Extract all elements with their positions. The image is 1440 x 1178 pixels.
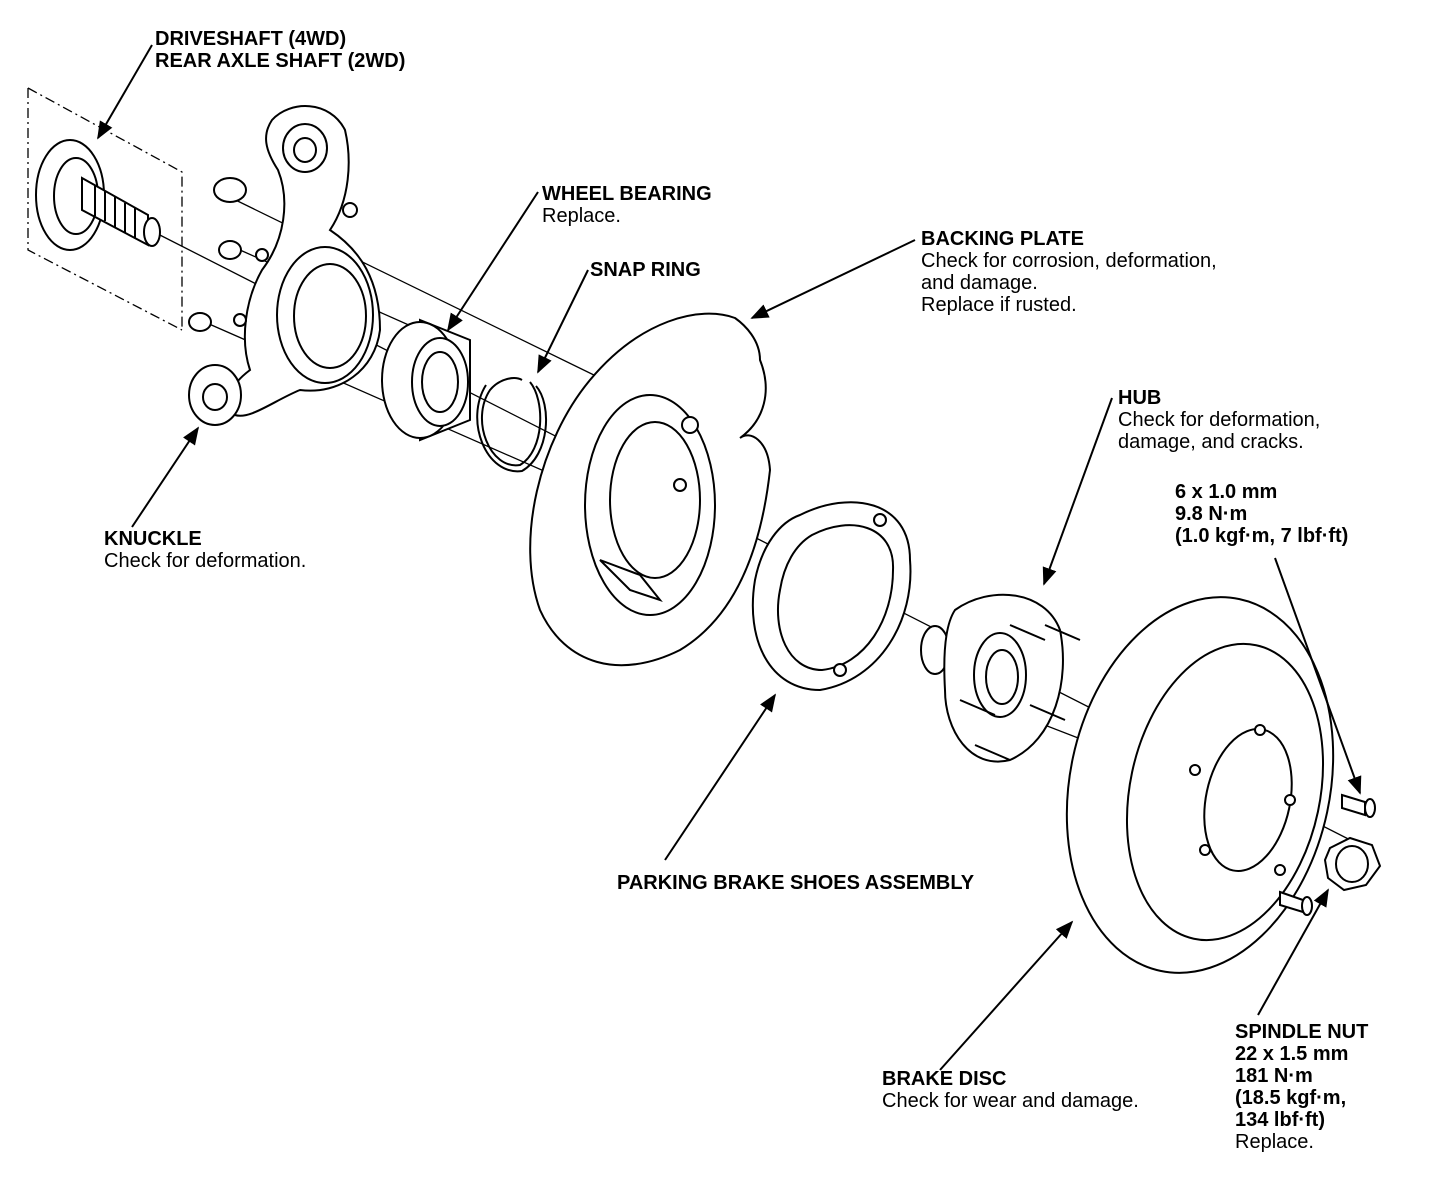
snap-ring-title: SNAP RING xyxy=(590,259,701,281)
backing-plate-note-1: Check for corrosion, deformation, xyxy=(921,250,1217,272)
hub-title: HUB xyxy=(1118,387,1162,409)
label-driveshaft: DRIVESHAFT (4WD) REAR AXLE SHAFT (2WD) xyxy=(155,28,405,72)
bolt-spec-torque: 9.8 N·m xyxy=(1175,503,1248,525)
spindle-nut-torque-alt-2: 134 lbf·ft) xyxy=(1235,1109,1325,1131)
spindle-nut-note: Replace. xyxy=(1235,1131,1314,1153)
knuckle-note: Check for deformation. xyxy=(104,550,307,572)
parking-brake-title: PARKING BRAKE SHOES ASSEMBLY xyxy=(617,872,975,894)
wheel-bearing-title: WHEEL BEARING xyxy=(542,183,712,205)
knuckle-title: KNUCKLE xyxy=(104,528,202,550)
label-backing-plate: BACKING PLATE Check for corrosion, defor… xyxy=(921,228,1217,316)
label-knuckle: KNUCKLE Check for deformation. xyxy=(104,528,306,572)
parking-brake-shoes-part xyxy=(751,501,912,692)
snap-ring-part xyxy=(476,377,547,473)
backing-plate-title: BACKING PLATE xyxy=(921,228,1084,250)
spindle-nut-torque-alt-1: (18.5 kgf·m, xyxy=(1235,1087,1347,1109)
label-spindle-nut: SPINDLE NUT 22 x 1.5 mm 181 N·m (18.5 kg… xyxy=(1235,1021,1368,1153)
label-wheel-bearing: WHEEL BEARING Replace. xyxy=(542,183,712,227)
wheel-bearing-note: Replace. xyxy=(542,205,621,227)
brake-disc-note: Check for wear and damage. xyxy=(882,1090,1139,1112)
backing-plate-note-3: Replace if rusted. xyxy=(921,294,1077,316)
brake-disc-title: BRAKE DISC xyxy=(882,1068,1007,1090)
bolt-spec-torque-alt: (1.0 kgf·m, 7 lbf·ft) xyxy=(1175,525,1349,547)
rear-axle-shaft-title: REAR AXLE SHAFT (2WD) xyxy=(155,50,406,72)
label-bolt-spec: 6 x 1.0 mm 9.8 N·m (1.0 kgf·m, 7 lbf·ft) xyxy=(1175,481,1348,547)
hub-note-2: damage, and cracks. xyxy=(1118,431,1304,453)
label-brake-disc: BRAKE DISC Check for wear and damage. xyxy=(882,1068,1139,1112)
driveshaft-title: DRIVESHAFT (4WD) xyxy=(155,28,347,50)
fasteners-part xyxy=(1279,793,1382,916)
leader-arrows xyxy=(97,44,1362,1071)
label-snap-ring: SNAP RING xyxy=(590,259,701,281)
brake-disc-part xyxy=(1065,596,1335,974)
wheel-bearing-part xyxy=(381,318,471,442)
hub-part xyxy=(920,593,1081,763)
label-hub: HUB Check for deformation, damage, and c… xyxy=(1118,387,1320,453)
driveshaft-part xyxy=(27,87,183,331)
spindle-nut-title: SPINDLE NUT xyxy=(1235,1021,1369,1043)
backing-plate-part xyxy=(529,312,772,667)
spindle-nut-torque: 181 N·m xyxy=(1235,1065,1313,1087)
backing-plate-note-2: and damage. xyxy=(921,272,1038,294)
spindle-nut-size: 22 x 1.5 mm xyxy=(1235,1043,1349,1065)
hub-note-1: Check for deformation, xyxy=(1118,409,1321,431)
bolt-spec-size: 6 x 1.0 mm xyxy=(1175,481,1278,503)
label-parking-brake: PARKING BRAKE SHOES ASSEMBLY xyxy=(617,872,974,894)
knuckle-part xyxy=(188,105,382,426)
